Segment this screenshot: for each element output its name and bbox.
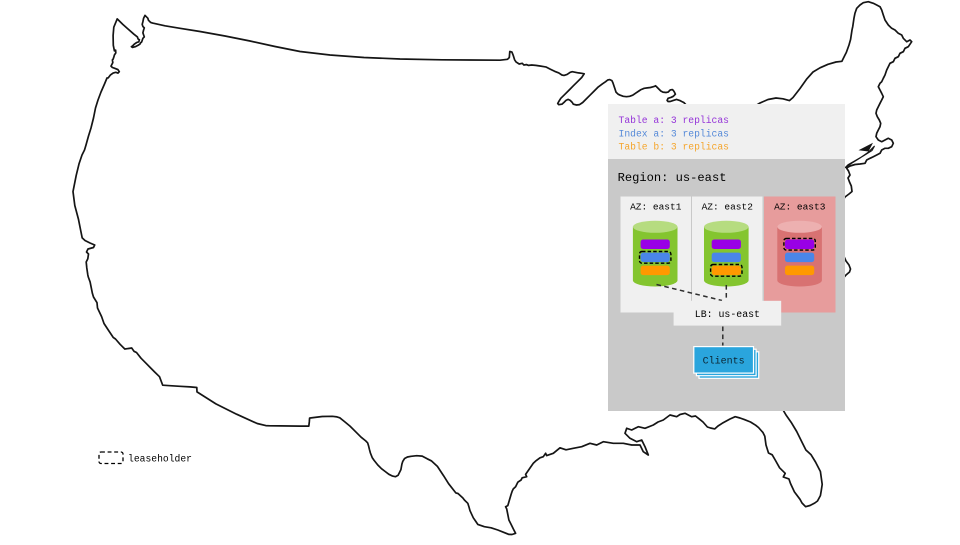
svg-text:Region: us-east: Region: us-east — [618, 171, 727, 185]
svg-text:Table b: 3 replicas: Table b: 3 replicas — [619, 142, 730, 153]
svg-text:AZ: east2: AZ: east2 — [702, 201, 754, 212]
svg-text:Index a: 3 replicas: Index a: 3 replicas — [619, 128, 730, 139]
svg-text:leaseholder: leaseholder — [128, 453, 192, 464]
svg-text:AZ: east3: AZ: east3 — [774, 201, 826, 212]
svg-text:LB: us-east: LB: us-east — [695, 309, 760, 320]
svg-text:AZ: east1: AZ: east1 — [630, 201, 682, 212]
svg-text:Clients: Clients — [703, 356, 745, 368]
svg-text:Table a: 3 replicas: Table a: 3 replicas — [619, 115, 730, 126]
